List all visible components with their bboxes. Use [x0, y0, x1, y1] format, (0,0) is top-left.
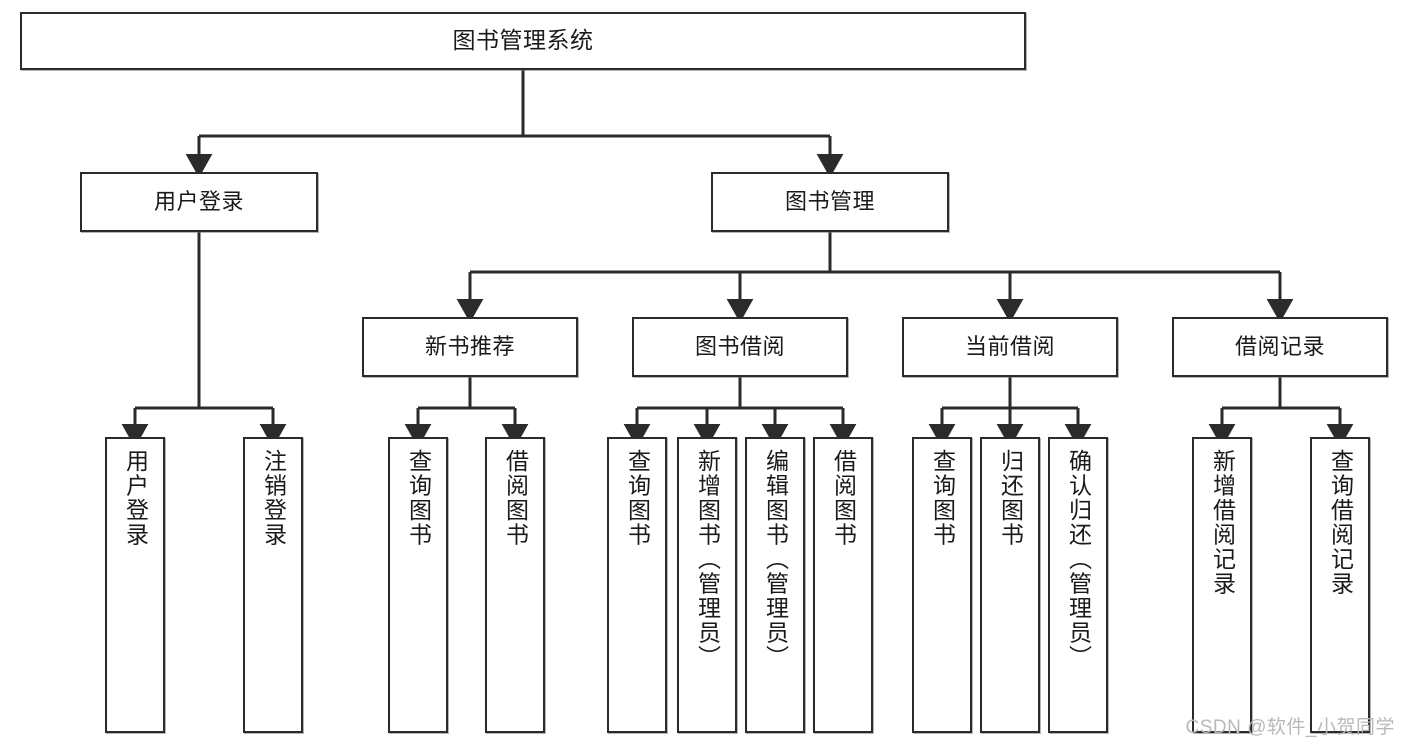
leaf-query-book-2[interactable]: 查询图书: [607, 437, 667, 733]
node-current-borrow[interactable]: 当前借阅: [902, 317, 1118, 377]
leaf-query-book-1[interactable]: 查询图书: [388, 437, 448, 733]
node-label: 确认归还（管理员）: [1065, 449, 1092, 670]
leaf-borrow-book-2[interactable]: 借阅图书: [813, 437, 873, 733]
node-label: 查询图书: [929, 449, 956, 547]
leaf-query-book-3[interactable]: 查询图书: [912, 437, 972, 733]
node-label: 图书借阅: [694, 333, 785, 359]
node-book-borrow[interactable]: 图书借阅: [632, 317, 848, 377]
leaf-edit-book-admin[interactable]: 编辑图书（管理员）: [745, 437, 805, 733]
node-label: 归还图书: [997, 449, 1024, 547]
node-label: 编辑图书（管理员）: [762, 449, 789, 670]
node-label: 查询图书: [405, 449, 432, 547]
leaf-add-borrow-record[interactable]: 新增借阅记录: [1192, 437, 1252, 733]
node-label: 用户登录: [122, 449, 149, 547]
node-label: 新增借阅记录: [1209, 449, 1236, 596]
node-label: 新增图书（管理员）: [694, 449, 721, 670]
node-label: 借阅图书: [502, 449, 529, 547]
node-root-system[interactable]: 图书管理系统: [20, 12, 1026, 70]
leaf-add-book-admin[interactable]: 新增图书（管理员）: [677, 437, 737, 733]
leaf-query-borrow-record[interactable]: 查询借阅记录: [1310, 437, 1370, 733]
node-label: 当前借阅: [964, 333, 1055, 359]
node-label: 新书推荐: [424, 333, 515, 359]
node-label: 图书管理: [784, 188, 875, 214]
node-label: 注销登录: [260, 449, 287, 547]
leaf-logout-login[interactable]: 注销登录: [243, 437, 303, 733]
leaf-user-login[interactable]: 用户登录: [105, 437, 165, 733]
node-borrow-record[interactable]: 借阅记录: [1172, 317, 1388, 377]
node-label: 查询图书: [624, 449, 651, 547]
node-label: 图书管理系统: [452, 27, 594, 54]
node-label: 借阅图书: [830, 449, 857, 547]
node-new-book-recommend[interactable]: 新书推荐: [362, 317, 578, 377]
node-user-login[interactable]: 用户登录: [80, 172, 318, 232]
node-label: 用户登录: [153, 188, 244, 214]
node-book-manage[interactable]: 图书管理: [711, 172, 949, 232]
leaf-borrow-book-1[interactable]: 借阅图书: [485, 437, 545, 733]
node-label: 借阅记录: [1234, 333, 1325, 359]
node-label: 查询借阅记录: [1327, 449, 1354, 596]
leaf-return-book[interactable]: 归还图书: [980, 437, 1040, 733]
watermark-text: CSDN @软件_小贺同学: [1185, 717, 1395, 738]
leaf-confirm-return-admin[interactable]: 确认归还（管理员）: [1048, 437, 1108, 733]
